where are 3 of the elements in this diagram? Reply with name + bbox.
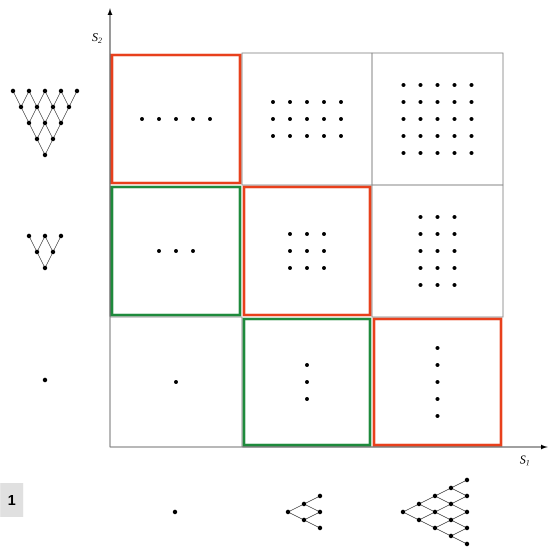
figure-number: 1 [0, 483, 24, 517]
axis-label: S$_{1}$ [520, 456, 529, 466]
axis-label: S$_{2}$ [92, 33, 102, 43]
